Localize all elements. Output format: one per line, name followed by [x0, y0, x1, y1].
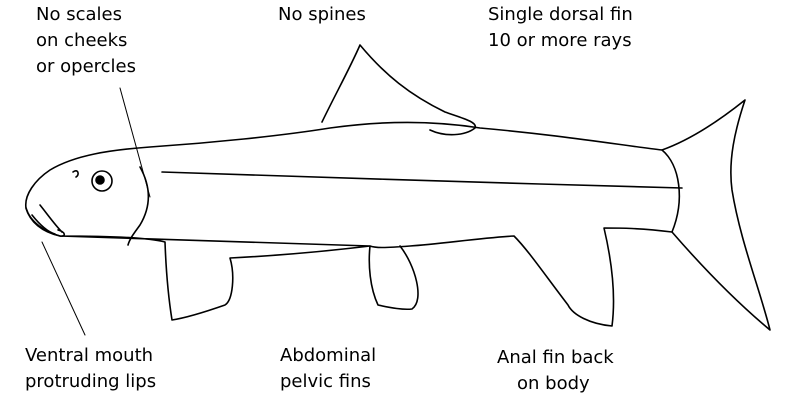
label-ventral-mouth: Ventral mouth protruding lips	[25, 343, 156, 395]
label-line: 10 or more rays	[488, 30, 632, 51]
fish-body-outline	[25, 99, 771, 331]
dorsal-fin	[321, 44, 477, 136]
mouth-lips	[25, 204, 66, 237]
label-line: on cheeks	[36, 30, 128, 51]
label-no-scales: No scales on cheeks or opercles	[36, 2, 136, 80]
caudal-peduncle-line	[661, 149, 681, 233]
label-line: Anal fin back	[497, 347, 614, 368]
nostril	[72, 170, 79, 178]
lateral-line	[161, 171, 683, 189]
mouth-pointer-line	[41, 241, 86, 336]
label-line: pelvic fins	[280, 371, 371, 392]
label-line: protruding lips	[25, 371, 157, 392]
label-line: No scales	[36, 4, 122, 25]
label-line: or opercles	[36, 56, 137, 77]
eye	[91, 170, 113, 192]
label-anal-fin: Anal fin back on body	[497, 345, 614, 397]
cheek-pointer-line	[119, 87, 151, 198]
label-line: Single dorsal fin	[488, 4, 633, 25]
label-pelvic-fins: Abdominal pelvic fins	[280, 343, 376, 395]
label-line: on body	[517, 373, 590, 394]
label-line: Ventral mouth	[25, 345, 154, 366]
label-dorsal-fin: Single dorsal fin 10 or more rays	[488, 2, 633, 54]
label-no-spines: No spines	[278, 4, 366, 25]
label-line: Abdominal	[280, 345, 377, 366]
pupil	[95, 175, 105, 185]
